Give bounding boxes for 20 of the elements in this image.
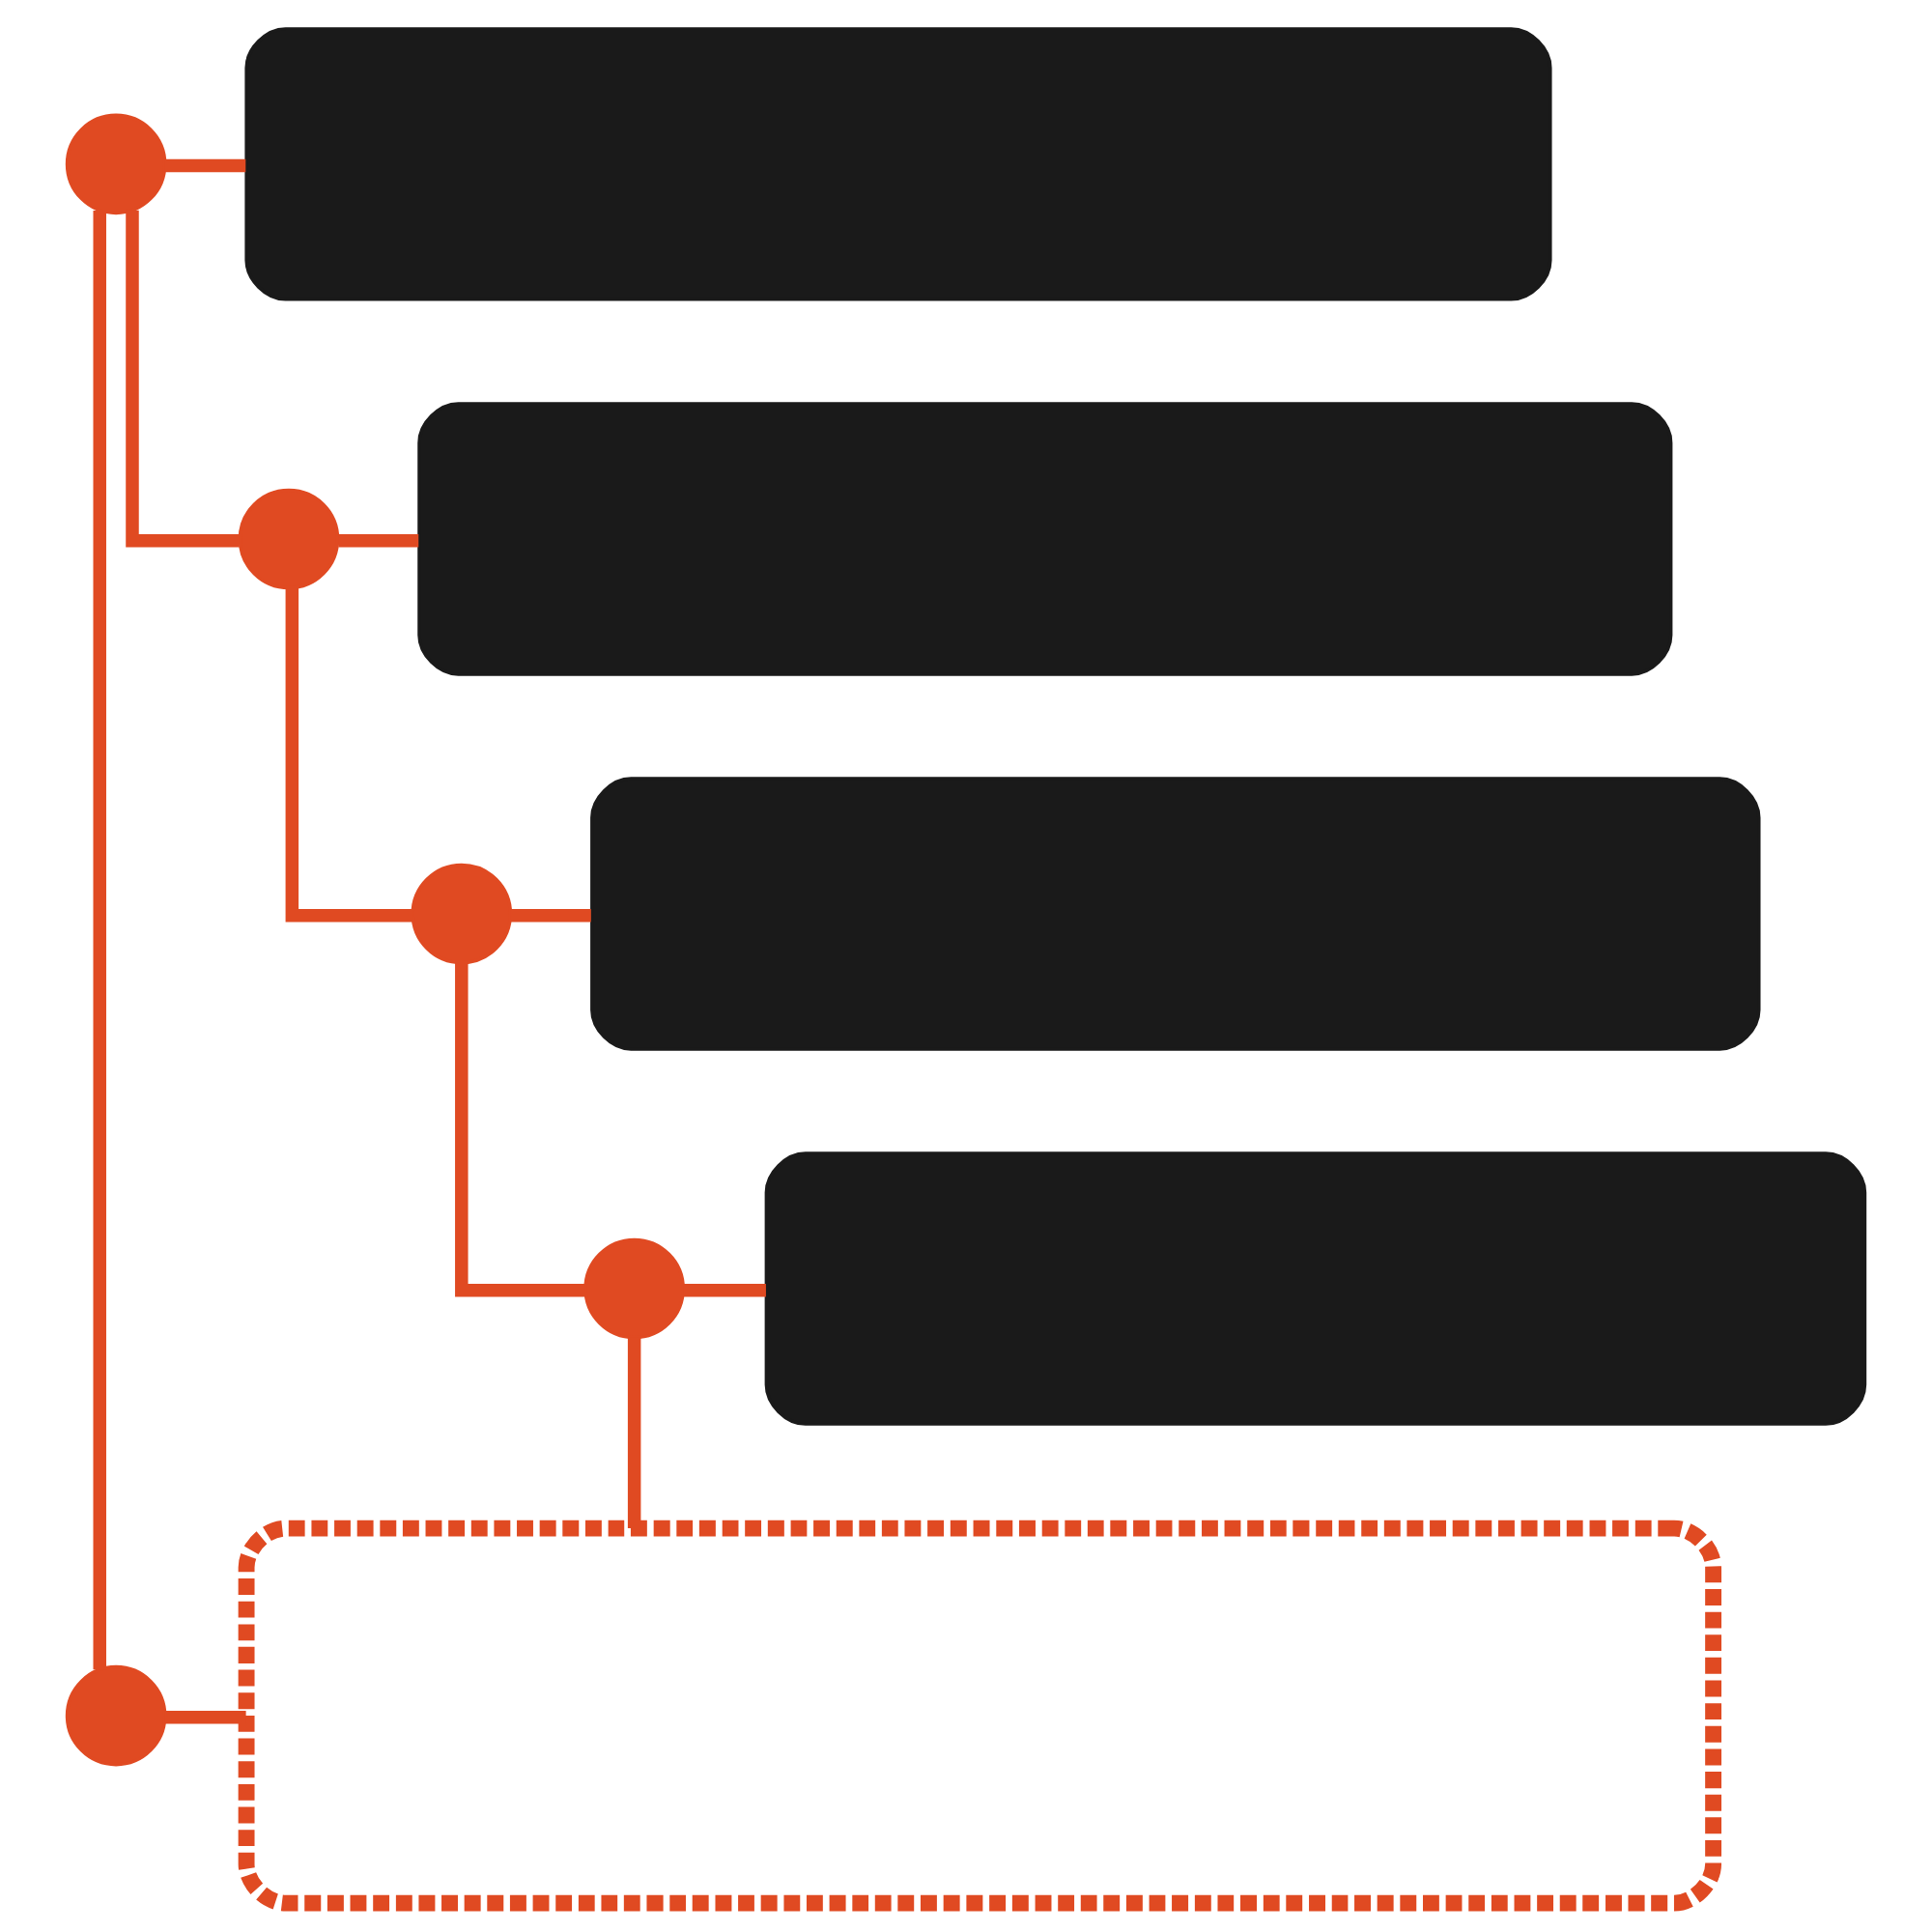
node-box: [764, 1151, 1867, 1426]
node-circle: [65, 113, 167, 215]
node-circle: [65, 1664, 167, 1767]
connector: [683, 1284, 766, 1297]
connector: [455, 962, 585, 1297]
connector: [164, 1711, 246, 1724]
connector: [164, 158, 246, 173]
node-box: [238, 1520, 1722, 1912]
node-box: [590, 777, 1761, 1051]
node-box: [244, 27, 1552, 301]
node-circle: [238, 488, 340, 590]
node-circle: [411, 863, 513, 965]
node-circle: [583, 1237, 685, 1340]
connector: [338, 533, 419, 548]
node-box: [417, 402, 1673, 676]
connector: [510, 908, 591, 923]
connector: [627, 1337, 641, 1529]
connector: [285, 587, 413, 923]
connector: [93, 210, 106, 1670]
connector: [126, 210, 240, 548]
